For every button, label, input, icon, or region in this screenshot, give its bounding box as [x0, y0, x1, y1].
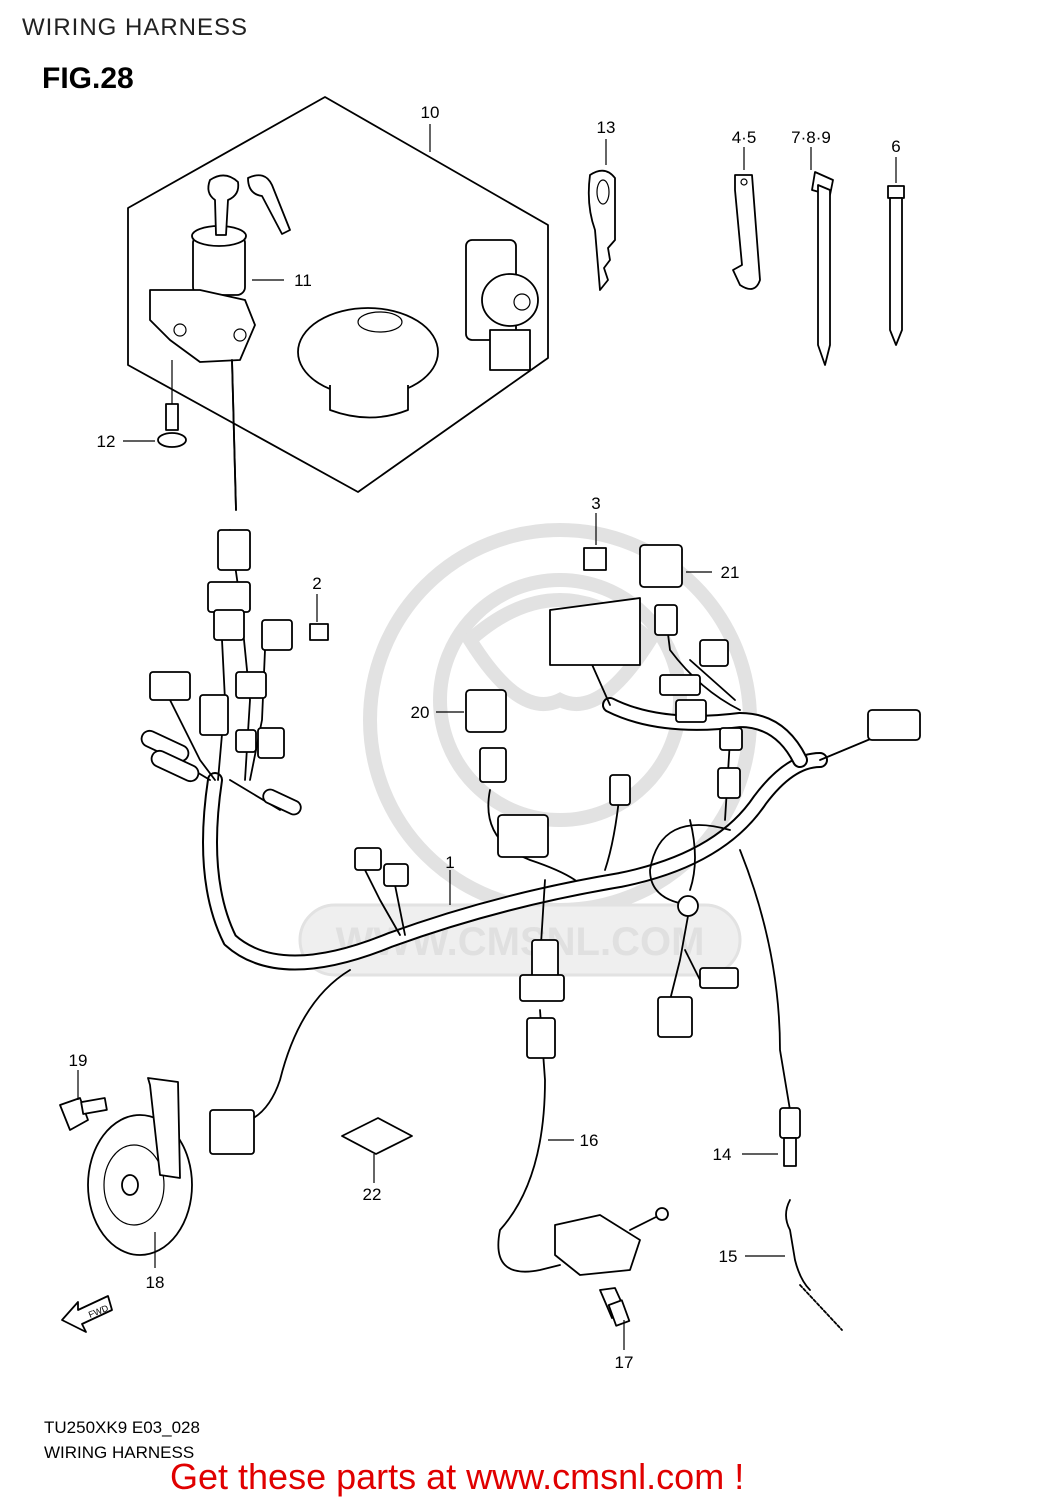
- brake-switch[interactable]: [554, 1207, 669, 1327]
- watermark-logo: WWW.CMSNL.COM: [298, 523, 757, 977]
- callout-22: 22: [363, 1185, 382, 1204]
- spring-15[interactable]: [785, 1199, 843, 1331]
- callout-18: 18: [146, 1273, 165, 1292]
- callout-17: 17: [615, 1353, 634, 1372]
- callout-13: 13: [597, 118, 616, 137]
- horn[interactable]: [87, 1077, 193, 1256]
- screw-12[interactable]: [157, 403, 187, 448]
- callout-6: 6: [891, 137, 900, 156]
- ignition-switch[interactable]: [149, 174, 291, 363]
- label-sticker-22[interactable]: [341, 1117, 413, 1155]
- callout-2: 2: [312, 574, 321, 593]
- figure-number: FIG.28: [42, 62, 134, 95]
- callout-14: 14: [713, 1145, 732, 1164]
- relay-20[interactable]: [465, 689, 507, 733]
- callout-19: 19: [69, 1051, 88, 1070]
- footer-subtitle: WIRING HARNESS: [44, 1443, 195, 1462]
- callout-10: 10: [421, 103, 440, 122]
- ignition-kit-group: [127, 96, 549, 493]
- bolt-19[interactable]: [59, 1097, 108, 1131]
- sensor-14[interactable]: [779, 1107, 801, 1167]
- callout-1: 1: [445, 853, 454, 872]
- relay-3[interactable]: [583, 547, 607, 571]
- shop-link[interactable]: Get these parts at www.cmsnl.com !: [170, 1456, 745, 1497]
- fwd-arrow-icon: FWD: [61, 1295, 113, 1333]
- key-13[interactable]: [587, 169, 616, 291]
- callout-4-5: 4·5: [732, 128, 757, 147]
- connector-ign[interactable]: [217, 529, 251, 571]
- callout-15: 15: [719, 1247, 738, 1266]
- fuel-cap[interactable]: [297, 307, 439, 419]
- callout-3: 3: [591, 494, 600, 513]
- callout-21: 21: [721, 563, 740, 582]
- cable-tie-6[interactable]: [887, 185, 905, 346]
- callout-labels: 10 11 12 13 4·5 7·8·9 6 3 21 2 20 1 19 1…: [69, 103, 901, 1372]
- callout-20: 20: [411, 703, 430, 722]
- relay-2[interactable]: [309, 623, 329, 641]
- callout-11: 11: [294, 271, 312, 290]
- clamp-7-8-9[interactable]: [811, 171, 834, 366]
- page-title: WIRING HARNESS: [22, 14, 249, 41]
- callout-12: 12: [97, 432, 116, 451]
- clamp-4-5[interactable]: [732, 174, 761, 290]
- callout-16: 16: [580, 1131, 599, 1150]
- callout-7-8-9: 7·8·9: [791, 128, 831, 147]
- relay-21[interactable]: [639, 544, 683, 588]
- connector-group: [140, 529, 921, 1155]
- seat-lock[interactable]: [465, 239, 539, 371]
- model-code: TU250XK9 E03_028: [44, 1418, 200, 1437]
- fuse-box[interactable]: [549, 597, 641, 666]
